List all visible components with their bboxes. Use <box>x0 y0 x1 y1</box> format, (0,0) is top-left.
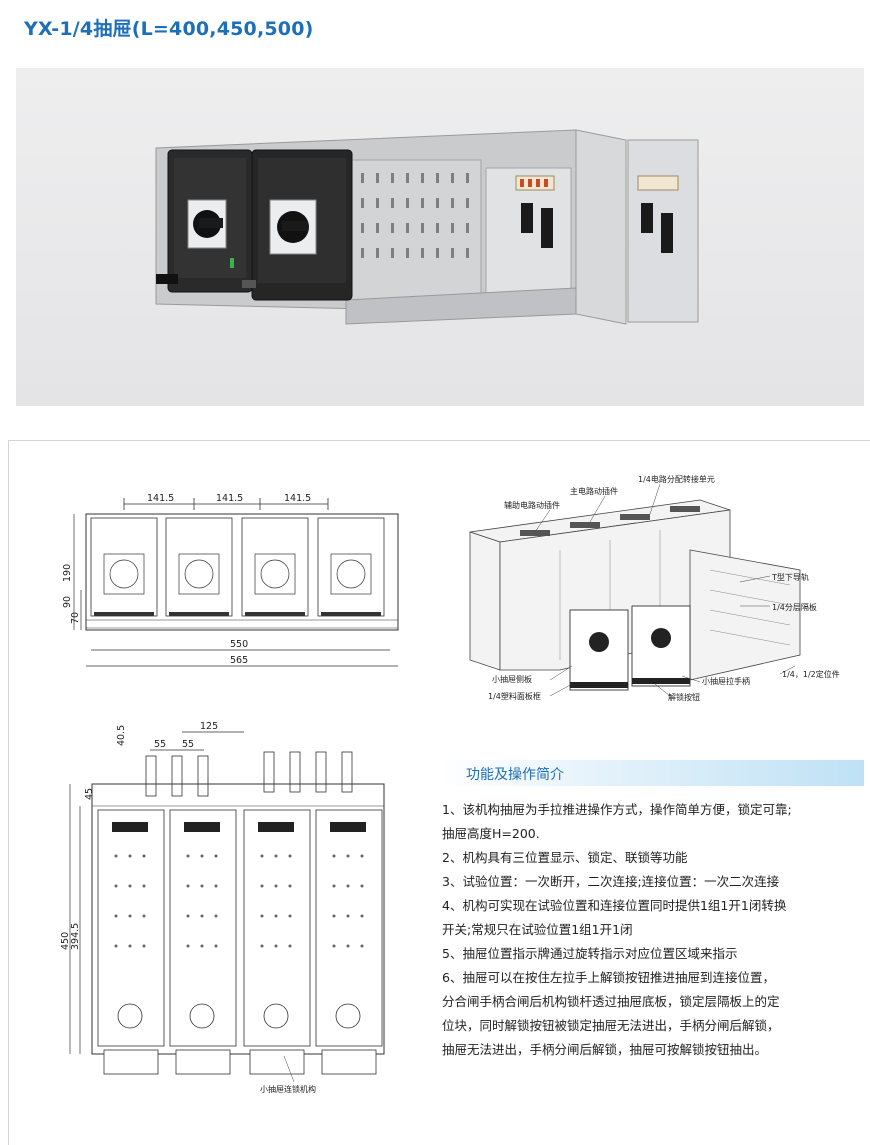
feature-line: 抽屉高度H=200. <box>442 826 540 841</box>
feature-line: 2、机构具有三位置显示、锁定、联锁等功能 <box>442 850 688 865</box>
front-view-drawing: 141.5 141.5 141.5 190 90 70 550 565 <box>62 493 399 667</box>
features-description: 1、该机构抽屉为手拉推进操作方式，操作简单方便，锁定可靠; 抽屉高度H=200.… <box>442 798 862 1062</box>
feature-line: 位块，同时解锁按钮被锁定抽屉无法进出，手柄分闸后解锁， <box>442 1018 780 1033</box>
dim-450: 450 <box>60 932 71 950</box>
dim-394-5: 394.5 <box>70 923 81 950</box>
top-view-drawing: 125 55 55 40.5 <box>60 721 385 1094</box>
dim-45: 45 <box>84 788 95 800</box>
features-heading: 功能及操作简介 <box>466 767 564 783</box>
dim-70: 70 <box>70 612 81 624</box>
dim-565: 565 <box>230 655 248 666</box>
spacing-label-1: 141.5 <box>147 493 174 504</box>
dim-55-a: 55 <box>154 739 166 750</box>
label-unlock-button: 解锁按钮 <box>668 692 700 702</box>
feature-line: 4、机构可实现在试验位置和连接位置同时提供1组1开1闭转换 <box>442 898 787 913</box>
dim-550: 550 <box>230 639 248 650</box>
label-interlock: 小抽屉连锁机构 <box>260 1084 316 1094</box>
feature-line: 6、抽屉可以在按住左拉手上解锁按钮推进抽屉到连接位置， <box>442 970 775 985</box>
label-aux-plug: 辅助电路动插件 <box>504 500 560 510</box>
dim-55-b: 55 <box>182 739 194 750</box>
dim-90: 90 <box>62 596 73 608</box>
label-face-frame: 1/4塑料面板框 <box>488 691 541 701</box>
label-main-plug: 主电路动插件 <box>570 486 618 496</box>
product-photo <box>16 68 864 406</box>
isometric-view-drawing: 辅助电路动插件 主电路动插件 1/4电路分配转接单元 T型下导轨 1/4分层隔板… <box>469 474 840 702</box>
spacing-label-3: 141.5 <box>284 493 311 504</box>
drawer-unit-photo <box>155 129 699 325</box>
spacing-label-2: 141.5 <box>216 493 243 504</box>
dim-190: 190 <box>62 564 73 582</box>
feature-line: 抽屉无法进出，手柄分闸后解锁，抽屉可按解锁按钮抽出。 <box>442 1042 768 1057</box>
feature-line: 5、抽屉位置指示牌通过旋转指示对应位置区域来指示 <box>442 946 738 961</box>
label-handle: 小抽屉拉手柄 <box>702 676 750 686</box>
label-transfer-unit: 1/4电路分配转接单元 <box>638 474 715 484</box>
dim-125: 125 <box>200 721 218 732</box>
features-heading-banner: 功能及操作简介 <box>442 760 864 786</box>
label-t-rail: T型下导轨 <box>771 572 809 582</box>
label-partition: 1/4分层隔板 <box>772 602 817 612</box>
feature-line: 3、试验位置：一次断开，二次连接;连接位置：一次二次连接 <box>442 874 780 889</box>
feature-line: 分合闸手柄合闸后机构锁杆透过抽屉底板，锁定层隔板上的定 <box>442 994 780 1009</box>
label-position-pieces: 1/4，1/2定位件 <box>782 669 840 679</box>
label-side-plate: 小抽屉侧板 <box>492 674 532 684</box>
page-title: YX-1/4抽屉(L=400,450,500) <box>24 18 314 40</box>
feature-line: 开关;常规只在试验位置1组1开1闭 <box>442 922 633 937</box>
dim-40-5: 40.5 <box>116 725 127 746</box>
feature-line: 1、该机构抽屉为手拉推进操作方式，操作简单方便，锁定可靠; <box>442 802 792 817</box>
